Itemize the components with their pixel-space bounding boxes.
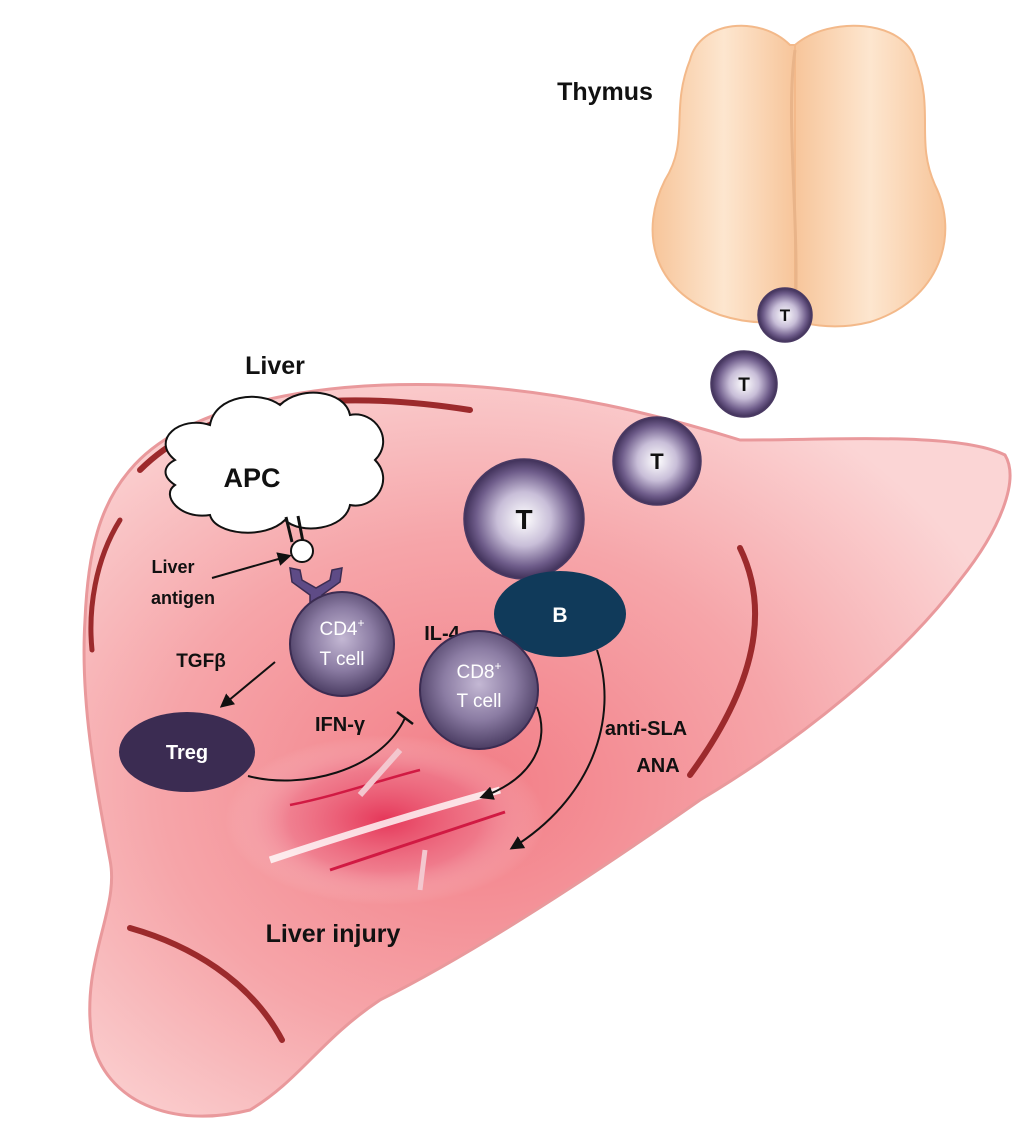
ifng-label: IFN-γ [315,714,366,736]
inhibition-bar [396,711,414,725]
treg-label: Treg [166,742,208,764]
liver-antigen-label-line1: Liver [151,557,194,577]
svg-text:CD4+: CD4+ [319,616,364,640]
cd4-t-cell: CD4+ T cell [289,591,395,697]
treg-cell: Treg [119,712,255,792]
liver-fissure-right [687,545,759,778]
cd8-label: CD8 [456,662,494,683]
liver-label: Liver [245,352,305,380]
ana-label: ANA [636,755,679,777]
tgfb-label: TGFβ [176,651,226,672]
antigen-arrow [211,552,292,579]
t-cell-label: T [738,375,750,396]
cd4-tcell-label: T cell [319,649,364,670]
liver-fissure-bottom [127,925,285,1043]
t-cell-label: T [515,504,532,535]
liver-shape [82,383,1012,1118]
liver-injury-area [225,735,545,905]
t-cell-label: T [650,449,664,474]
thymus-label: Thymus [557,78,653,106]
thymus-organ [651,24,947,328]
liver-injury-label: Liver injury [266,920,401,948]
b-cell: B [494,571,626,657]
cd8-injury-arrow [479,706,543,800]
b-cell-label: B [552,604,567,627]
t-cell-label: T [780,306,791,325]
apc-cloud: APC [164,391,385,534]
t-cell-large: T [612,416,702,506]
t-cell-liver: T [463,458,585,580]
liver-fissure-left [88,517,123,653]
cd4-label: CD4 [319,619,357,640]
liver-antigen-icon [290,539,314,563]
svg-text:CD8+: CD8+ [456,659,501,683]
t-cell-medium: T [710,350,778,418]
tgfb-arrow [219,661,276,708]
treg-inhibition-curve [247,717,406,782]
b-cell-injury-arrow [509,649,606,850]
anti-sla-label: anti-SLA [605,718,687,740]
cd8-t-cell: CD8+ T cell [419,630,539,750]
mhc-stalk-icon [284,515,305,543]
tcr-receptor-icon [289,567,343,613]
cd4-superscript: + [358,616,365,630]
liver-antigen-label-line2: antigen [151,588,215,608]
cd8-tcell-label: T cell [456,691,501,712]
cd8-superscript: + [495,659,502,673]
t-cell-small: T [757,287,813,343]
apc-label: APC [223,463,280,493]
